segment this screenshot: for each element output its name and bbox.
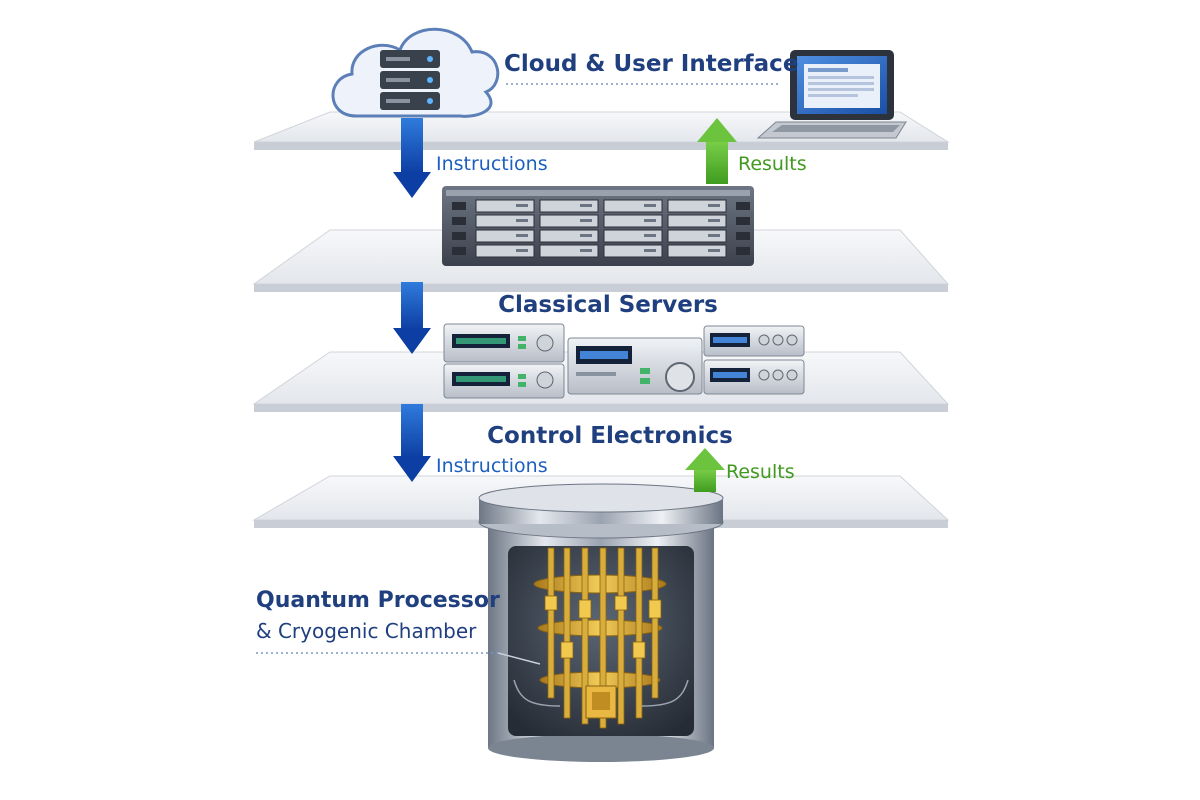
quantum-layer-subtitle: & Cryogenic Chamber — [256, 619, 477, 643]
rack-ear-port — [736, 232, 750, 240]
server-rack-icon — [442, 186, 754, 266]
drive-bay-handle — [580, 249, 592, 252]
drive-bay-handle — [580, 234, 592, 237]
rack-ear-port — [736, 202, 750, 210]
drive-bay — [475, 229, 535, 243]
quantum-layer-title: Quantum Processor — [256, 588, 500, 613]
drive-bay-handle — [708, 219, 720, 222]
drive-bay-handle — [644, 204, 656, 207]
cloud-layer-title: Cloud & User Interface — [504, 51, 798, 77]
quantum-leader-pointer — [497, 652, 541, 665]
drive-bay-handle — [516, 219, 528, 222]
drive-bay — [539, 199, 599, 213]
drive-bay — [475, 199, 535, 213]
drive-bay-handle — [516, 204, 528, 207]
rack-ear-port — [452, 247, 466, 255]
instructions-arrow-down-1 — [393, 118, 431, 198]
servers-layer-title: Classical Servers — [498, 292, 718, 318]
drive-bay-handle — [644, 234, 656, 237]
results-arrow-up-1 — [697, 118, 737, 184]
drive-bay-handle — [516, 249, 528, 252]
results-label-bottom: Results — [726, 461, 795, 483]
drive-bay — [603, 199, 663, 213]
rack-ear-port — [452, 202, 466, 210]
cloud-server-icon — [331, 27, 500, 118]
drive-bay — [603, 229, 663, 243]
results-arrow-up-2 — [685, 448, 725, 492]
drive-bay — [539, 244, 599, 258]
drive-bay — [667, 199, 727, 213]
drive-bay — [667, 214, 727, 228]
drive-bay-handle — [580, 204, 592, 207]
results-label-top: Results — [738, 153, 807, 175]
rack-ear-port — [452, 217, 466, 225]
electronics-layer-title: Control Electronics — [487, 423, 733, 449]
drive-bay — [667, 244, 727, 258]
rack-ear-port — [736, 217, 750, 225]
drive-bay — [475, 214, 535, 228]
laptop-icon — [756, 50, 907, 139]
drive-bay — [539, 229, 599, 243]
rack-ear-port — [736, 247, 750, 255]
instructions-label-top: Instructions — [436, 153, 548, 175]
drive-bay — [603, 214, 663, 228]
coaxial-lines — [547, 547, 659, 729]
dilution-refrigerator-icon — [478, 483, 724, 762]
instructions-arrow-down-2 — [393, 282, 431, 354]
drive-bay — [667, 229, 727, 243]
drive-bay — [475, 244, 535, 258]
control-instrument-icon — [443, 323, 805, 399]
drive-bay-handle — [580, 219, 592, 222]
drive-bay — [539, 214, 599, 228]
rack-ear-port — [452, 232, 466, 240]
instructions-arrow-down-3 — [393, 404, 431, 482]
drive-bay-handle — [644, 249, 656, 252]
drive-bay — [603, 244, 663, 258]
drive-bay-handle — [708, 249, 720, 252]
drive-bay-handle — [708, 234, 720, 237]
instructions-label-bottom: Instructions — [436, 455, 548, 477]
drive-bay-handle — [516, 234, 528, 237]
drive-bay-handle — [644, 219, 656, 222]
drive-bay-handle — [708, 204, 720, 207]
